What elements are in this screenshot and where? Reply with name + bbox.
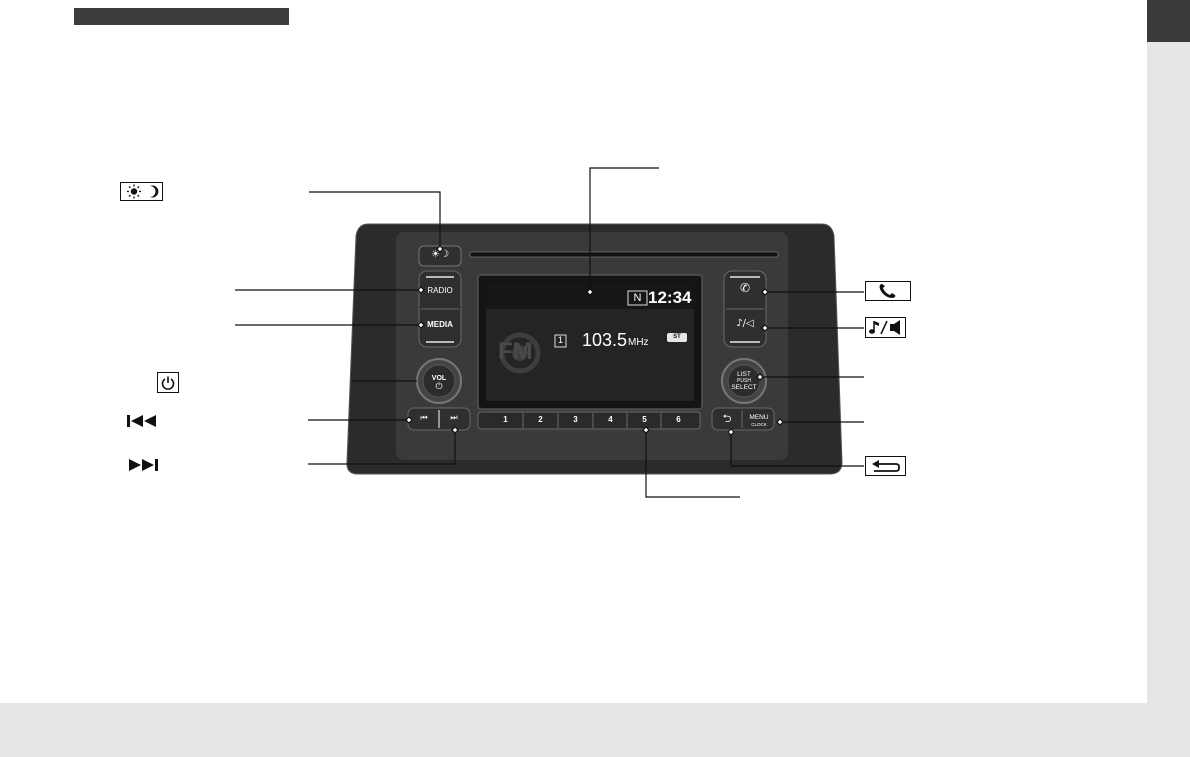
music-audio-icon — [865, 317, 906, 338]
power-icon — [157, 372, 179, 393]
skip-back-icon — [125, 413, 161, 429]
day-night-icon — [120, 182, 163, 201]
skip-forward-icon — [125, 457, 161, 473]
back-icon — [865, 456, 906, 476]
phone-icon — [865, 281, 911, 301]
